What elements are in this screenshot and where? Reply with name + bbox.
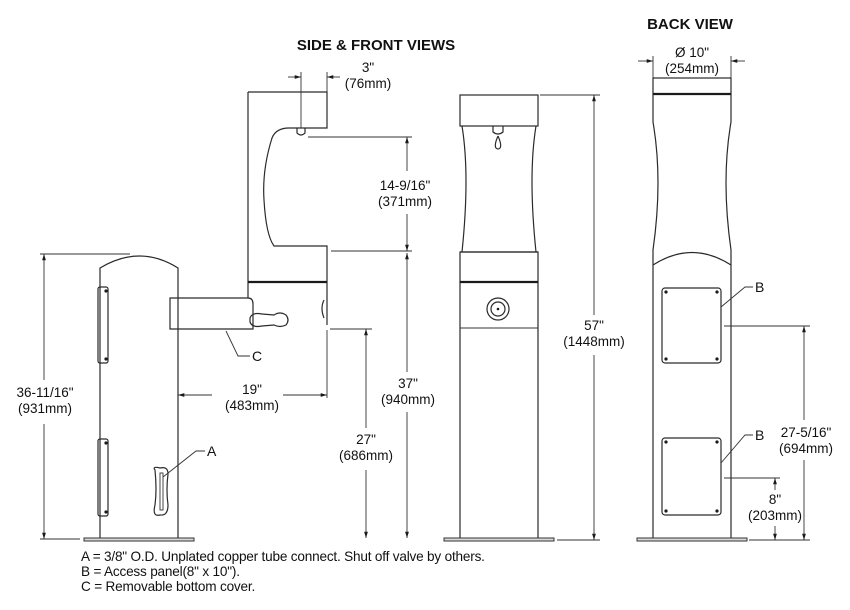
dim-panel-top-mm: (694mm) [779, 441, 833, 456]
callout-b2-label: B [755, 427, 764, 443]
dim-bottle-opening-in: 14-9/16" [380, 178, 431, 193]
dim-filler-height-mm: (940mm) [381, 392, 435, 407]
dim-bowl-height-mm: (686mm) [339, 448, 393, 463]
dim-fountain-height-in: 36-11/16" [16, 385, 73, 400]
push-button [249, 312, 289, 328]
nozzle [296, 128, 306, 136]
front-base-plate [443, 537, 555, 542]
dim-nozzle-offset-in: 3" [362, 60, 375, 75]
callout-b2-leader [720, 434, 753, 464]
back-body [652, 94, 732, 538]
side-view [83, 91, 328, 542]
callout-a-leader [162, 450, 205, 478]
dim-nozzle-offset-mm: (76mm) [345, 76, 392, 91]
callout-c-label: C [252, 348, 262, 364]
dim-filler-height-in: 37" [398, 376, 418, 391]
note-c: C = Removable bottom cover. [81, 579, 256, 594]
dim-overall-height-in: 57" [584, 318, 604, 333]
dim-panel-bottom-in: 8" [769, 492, 782, 507]
dim-overall-height-mm: (1448mm) [563, 334, 625, 349]
note-a: A = 3/8" O.D. Unplated copper tube conne… [81, 549, 485, 564]
front-cap [459, 94, 539, 127]
front-bottle-area [461, 125, 537, 253]
legend-notes: A = 3/8" O.D. Unplated copper tube conne… [81, 549, 485, 594]
callout-b1-leader [720, 286, 753, 308]
dim-panel-bottom-mm: (203mm) [748, 508, 802, 523]
filler-tower-side [248, 91, 328, 325]
dim-panel-top-in: 27-5/16" [781, 425, 832, 440]
tube-connect-a [153, 466, 169, 516]
dim-diameter-in: Ø 10" [675, 45, 709, 60]
side-panel-upper [97, 286, 109, 364]
dim-bottle-opening-mm: (371mm) [378, 194, 432, 209]
callout-c-leader [225, 330, 250, 357]
callout-b1-label: B [755, 279, 764, 295]
front-nozzle [492, 126, 504, 135]
callouts: C A B B [162, 279, 764, 478]
front-push-button [486, 297, 510, 321]
callout-a-label: A [207, 443, 217, 459]
back-base-plate [636, 537, 748, 542]
fountain-pedestal [99, 255, 179, 538]
back-view-title: BACK VIEW [647, 16, 734, 33]
dim-diameter-mm: (254mm) [665, 61, 719, 76]
side-panel-lower [97, 438, 109, 517]
side-front-views-title: SIDE & FRONT VIEWS [297, 37, 455, 54]
access-panel-lower [661, 437, 722, 516]
dimension-lines [40, 56, 810, 541]
front-view [443, 94, 555, 542]
dim-bowl-projection-mm: (483mm) [225, 398, 279, 413]
dim-fountain-height-mm: (931mm) [18, 401, 72, 416]
water-drop-icon [494, 135, 502, 150]
dim-bowl-height-in: 27" [356, 432, 376, 447]
access-panel-upper [661, 287, 722, 364]
back-view [636, 77, 748, 542]
note-b: B = Access panel(8" x 10"). [81, 564, 240, 579]
dim-bowl-projection-in: 19" [242, 382, 262, 397]
bowl [169, 297, 254, 330]
side-base-plate [83, 537, 195, 542]
